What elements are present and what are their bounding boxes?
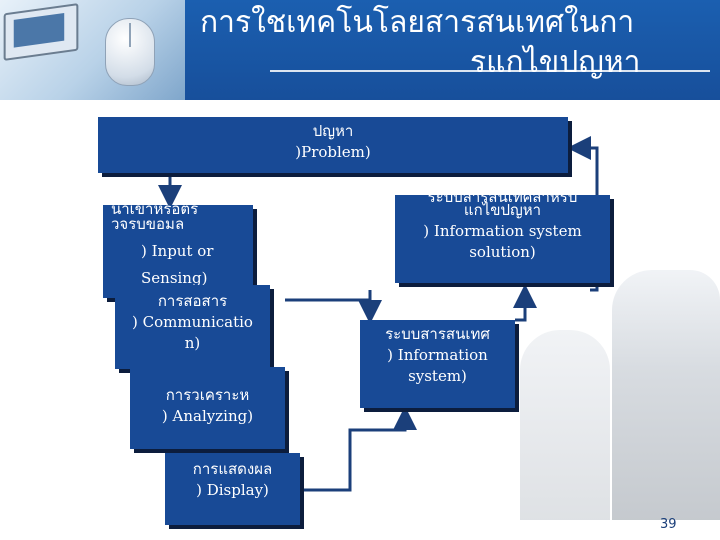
display-box: การแสดงผล ) Display)	[165, 453, 300, 525]
analyzing-box-label-english: ) Analyzing)	[161, 407, 254, 425]
page-title-line2: รแกไขปญหา	[470, 45, 641, 80]
info-system-label-thai: ระบบสารสนเทศ	[385, 325, 490, 343]
communication-box-label-english-1: ) Communicatio	[132, 313, 253, 331]
problem-box-label-english: )Problem)	[295, 143, 371, 161]
input-sensing-box: นาเขาหรอตร วจรบขอมล ) Input or Sensing)	[103, 205, 253, 298]
analyzing-box: การวเคราะห ) Analyzing)	[130, 367, 285, 449]
input-box-label-thai-1: นาเขาหรอตร	[111, 205, 199, 218]
communication-box: การสอสาร ) Communicatio n)	[115, 285, 270, 369]
input-box-label-english-1: ) Input or	[141, 242, 214, 260]
header-band	[185, 0, 720, 100]
background-photo-person	[612, 270, 720, 520]
input-box-label-english-2: Sensing)	[141, 269, 208, 287]
info-solution-label-english-2: solution)	[469, 243, 536, 261]
problem-box: ปญหา )Problem)	[98, 117, 568, 173]
arrow-info-system-to-solution	[513, 284, 537, 322]
background-photo-person-2	[520, 330, 610, 520]
arrow-analyzing-to-info-system	[285, 290, 382, 324]
info-solution-label-thai-2: แกไขปญหา	[463, 201, 542, 219]
arrow-display-to-info-system	[300, 406, 417, 492]
problem-box-label-thai: ปญหา	[312, 122, 354, 140]
display-box-label-thai: การแสดงผล	[192, 460, 273, 478]
header-photo	[0, 0, 185, 100]
communication-box-label-thai: การสอสาร	[157, 292, 228, 310]
computer-mouse-icon	[105, 18, 155, 86]
info-solution-label-thai-1: ระบบสารสนเทศสาหรบ	[427, 195, 578, 206]
analyzing-box-label-thai: การวเคราะห	[165, 386, 250, 404]
information-system-solution-box: ระบบสารสนเทศสาหรบ แกไขปญหา ) Information…	[395, 195, 610, 283]
info-system-label-english-1: ) Information	[387, 346, 488, 364]
header-underline	[270, 70, 710, 72]
page-number: 39	[660, 517, 677, 532]
page-title-line1: การใชเทคโนโลยสารสนเทศในกา	[200, 5, 635, 40]
input-box-label-thai-2: วจรบขอมล	[111, 215, 185, 233]
information-system-box: ระบบสารสนเทศ ) Information system)	[360, 320, 515, 408]
display-box-label-english: ) Display)	[196, 481, 269, 499]
info-system-label-english-2: system)	[408, 367, 467, 385]
communication-box-label-english-2: n)	[184, 334, 201, 352]
info-solution-label-english-1: ) Information system	[423, 222, 582, 240]
